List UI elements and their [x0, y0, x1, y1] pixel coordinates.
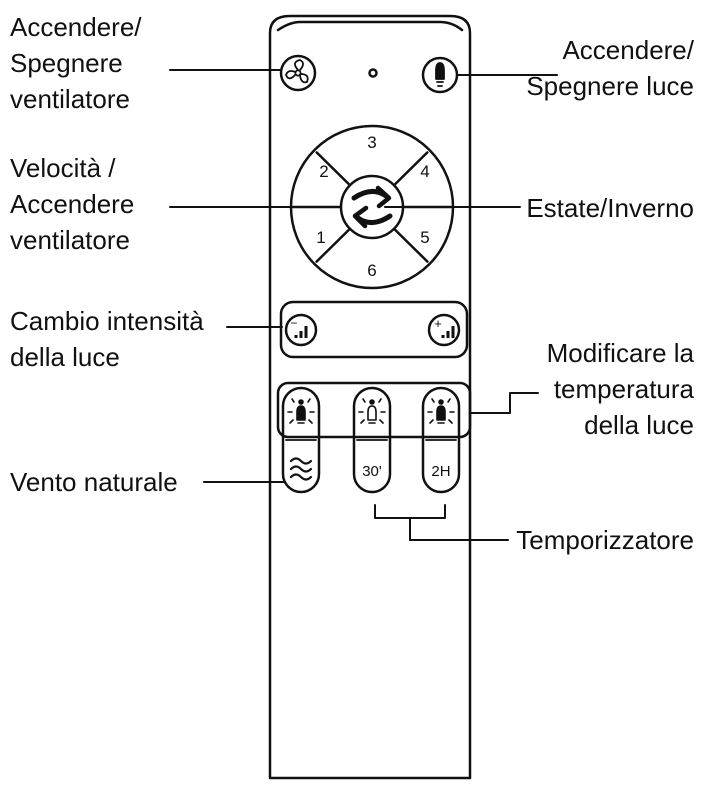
speed-label-4: 4 — [420, 162, 429, 181]
label-fan-power: Accendere/ Spegnere ventilatore — [10, 9, 142, 117]
speed-dial-dividers — [291, 151, 453, 263]
speed-label-5: 5 — [420, 228, 429, 247]
speed-dial — [289, 124, 455, 290]
label-speed-line: ventilatore — [10, 225, 130, 255]
light-power-button[interactable] — [421, 56, 459, 94]
brightness-down-icon — [294, 326, 308, 338]
brightness-up-icon — [441, 326, 455, 338]
cool-timer-pill[interactable] — [421, 386, 461, 494]
bulb-cool-icon — [427, 398, 455, 424]
remote-top-edge — [276, 20, 464, 32]
label-light-power-line: Spegnere luce — [526, 71, 694, 101]
brightness-up-button[interactable] — [427, 313, 461, 347]
bulb-neutral-icon — [358, 398, 386, 424]
label-speed-line: Velocità / — [10, 153, 116, 183]
label-summer-winter: Estate/Inverno — [526, 190, 694, 226]
label-color-temperature-line: della luce — [584, 410, 694, 440]
bulb-warm-icon — [287, 398, 315, 424]
remote-body — [268, 14, 472, 780]
label-light-power-line: Accendere/ — [562, 35, 694, 65]
label-fan-power-line: ventilatore — [10, 84, 130, 114]
neutral-timer-pill[interactable] — [352, 386, 392, 494]
bulb-icon — [435, 62, 445, 87]
label-natural-wind: Vento naturale — [10, 464, 178, 500]
color-temperature-panel — [276, 381, 472, 439]
warm-wind-pill[interactable] — [281, 386, 321, 494]
label-summer-winter-line: Estate/Inverno — [526, 193, 694, 223]
indicator-led — [368, 68, 378, 78]
label-color-temperature-line: Modificare la — [546, 338, 694, 368]
speed-label-6: 6 — [367, 261, 376, 280]
brightness-up-sign: + — [434, 316, 442, 331]
label-timer: Temporizzatore — [516, 522, 694, 558]
timer-bracket — [374, 504, 446, 519]
speed-number-labels: 3 4 5 6 1 2 — [316, 133, 429, 280]
timer-2h-label: 2H — [431, 463, 450, 480]
label-timer-line: Temporizzatore — [516, 525, 694, 555]
label-light-power: Accendere/ Spegnere luce — [526, 32, 694, 104]
label-brightness-line: Cambio intensità — [10, 306, 204, 336]
label-speed-line: Accendere — [10, 189, 135, 219]
timer-30-label: 30' — [362, 463, 382, 480]
leader-color-temperature — [469, 392, 539, 414]
label-color-temperature-line: temperatura — [553, 374, 694, 404]
brightness-panel — [279, 300, 469, 359]
label-speed: Velocità / Accendere ventilatore — [10, 150, 134, 258]
speed-label-1: 1 — [316, 228, 325, 247]
label-color-temperature: Modificare la temperatura della luce — [547, 335, 694, 443]
fan-power-button[interactable] — [279, 54, 317, 92]
brightness-down-sign: − — [290, 316, 297, 330]
label-fan-power-line: Spegnere — [10, 48, 123, 78]
label-brightness: Cambio intensità della luce — [10, 303, 204, 375]
speed-label-2: 2 — [319, 162, 328, 181]
swap-arrows-icon — [351, 185, 393, 229]
label-fan-power-line: Accendere/ — [10, 12, 142, 42]
label-brightness-line: della luce — [10, 342, 120, 372]
wind-icon — [289, 457, 313, 481]
summer-winter-button[interactable] — [339, 174, 405, 240]
brightness-down-button[interactable] — [284, 313, 318, 347]
fan-icon — [285, 59, 309, 84]
label-natural-wind-line: Vento naturale — [10, 467, 178, 497]
speed-label-3: 3 — [367, 133, 376, 152]
